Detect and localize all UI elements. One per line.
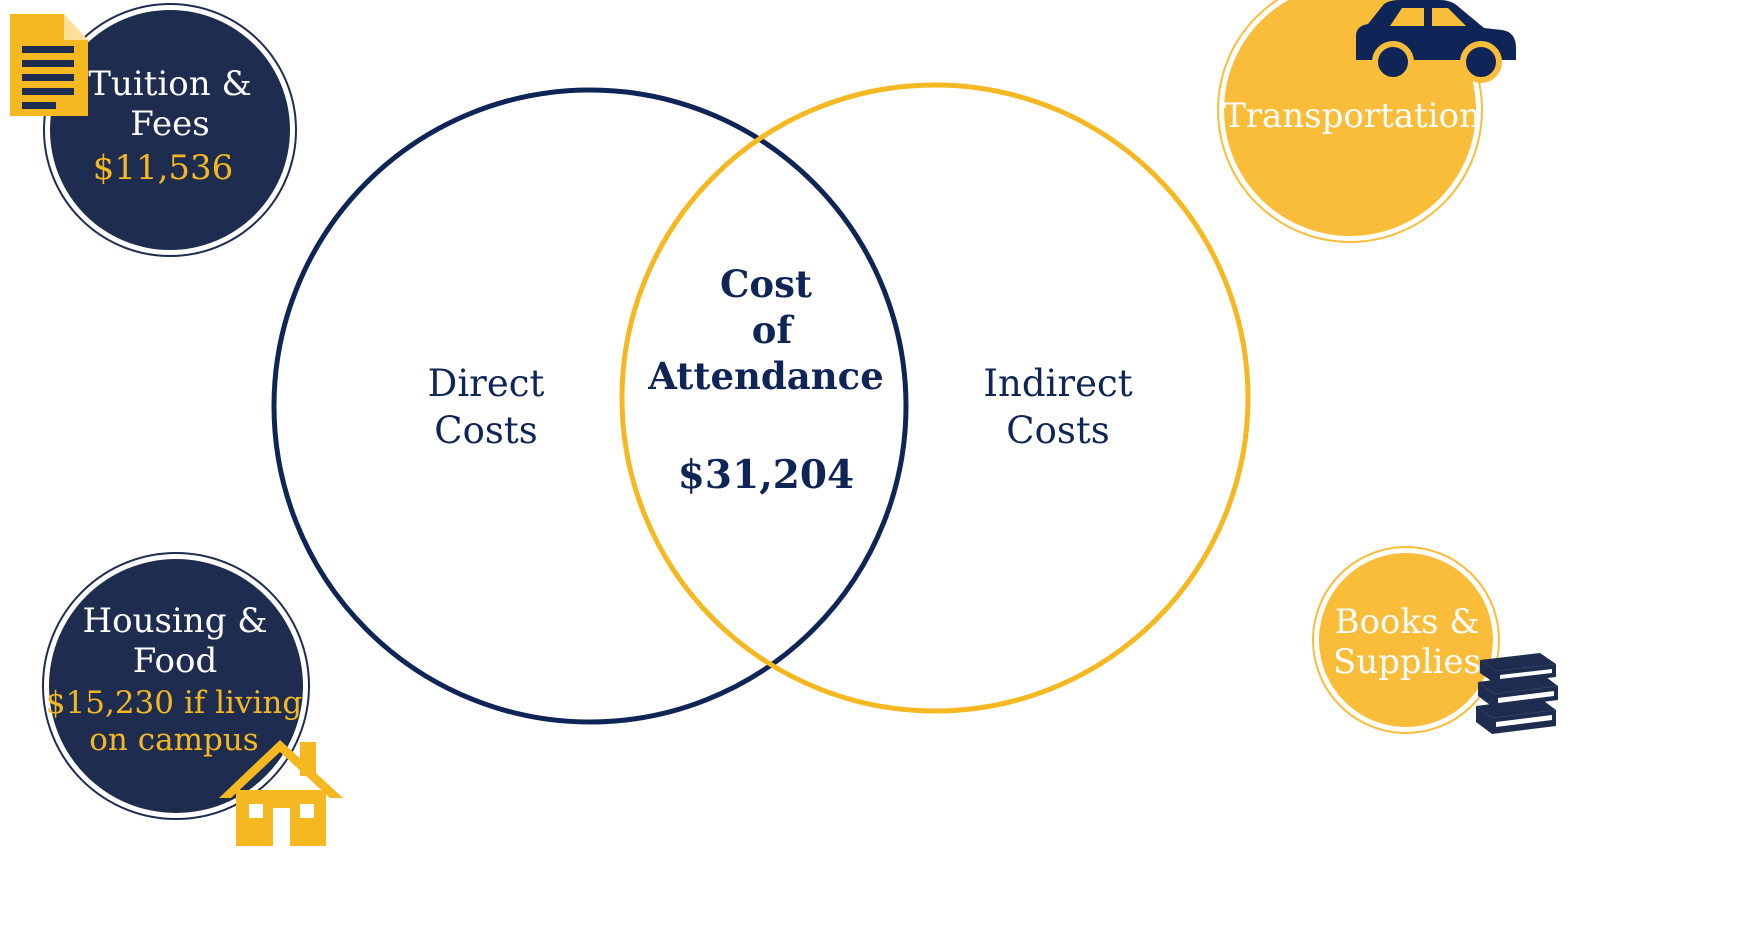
transportation-label: Transportation [1223,96,1481,136]
housing-amount-line2: on campus [89,722,259,758]
cost-of-attendance-line1: Cost [719,262,813,306]
housing-label-line2: Food [132,641,218,681]
document-icon [10,14,88,116]
car-icon [1356,0,1516,83]
books-badge-ring [1312,546,1500,734]
housing-badge [49,559,303,813]
housing-amount-line1: $15,230 if living [45,685,303,721]
books-label-line1: Books & [1334,602,1480,642]
tuition-label-line1: Tuition & [88,64,252,104]
indirect-costs-line1: Indirect [983,362,1133,405]
indirect-costs-circle [619,82,1251,714]
house-icon [219,740,343,846]
housing-badge-ring [42,552,310,820]
indirect-costs-line2: Costs [1006,409,1110,452]
cost-of-attendance-line3: Attendance [648,354,884,398]
direct-costs-line2: Costs [434,409,538,452]
transportation-badge-ring [1217,0,1483,243]
tuition-badge-ring [43,3,297,257]
tuition-badge [50,10,290,250]
tuition-amount: $11,536 [92,148,234,188]
books-label-line2: Supplies [1332,642,1482,682]
books-icon [1476,653,1558,734]
direct-costs-circle [271,87,909,725]
direct-costs-line1: Direct [427,362,545,405]
cost-of-attendance-line2: of [751,308,793,352]
cost-of-attendance-total: $31,204 [677,452,855,498]
housing-label-line1: Housing & [82,601,268,641]
books-badge [1319,553,1493,727]
tuition-label-line2: Fees [130,104,210,144]
